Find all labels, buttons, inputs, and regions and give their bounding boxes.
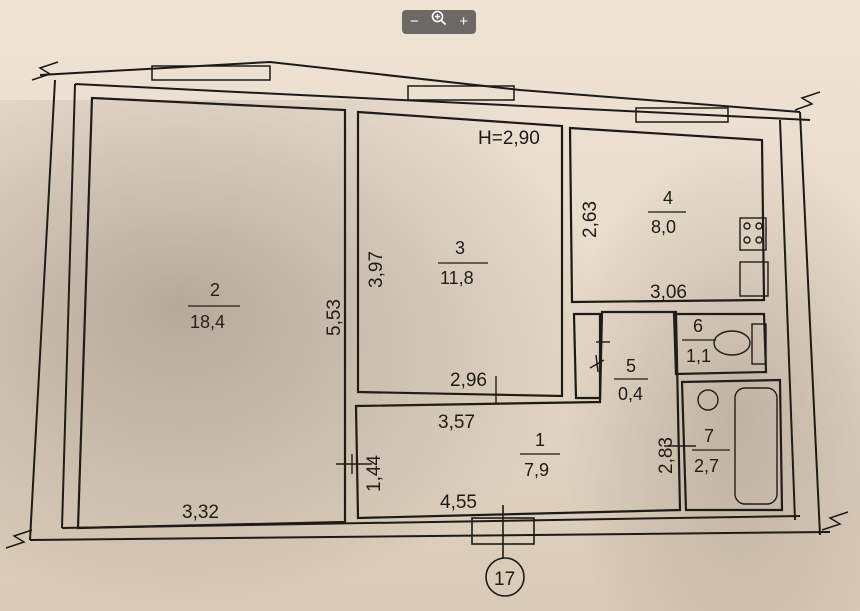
room-7-area: 2,7 [694,456,719,476]
outer-walls [29,60,831,541]
room-1-number: 1 [535,430,545,450]
axis-marker [471,505,535,597]
room-6-number: 6 [693,316,703,336]
axis-number: 17 [494,569,515,590]
dim-3-97: 3,97 [366,251,387,288]
room-3-area: 11,8 [440,268,474,288]
dim-3-57: 3,57 [438,412,475,433]
dim-2-63: 2,63 [580,201,601,238]
zoom-toolbar: − + [402,10,476,34]
room-5-number: 5 [626,356,636,376]
dim-5-53: 5,53 [324,299,345,336]
zoom-out-button[interactable]: − [409,13,419,30]
room-2-area: 18,4 [190,312,225,332]
room-4-number: 4 [663,188,673,208]
ceiling-height: H=2,90 [478,128,540,149]
magnifier-plus-icon[interactable] [428,10,450,34]
dimension-ticks [336,341,696,474]
room-1-area: 7,9 [524,460,549,480]
room-walls [76,96,784,530]
dim-4-55: 4,55 [440,492,477,513]
room-2-number: 2 [210,280,220,300]
zoom-in-button[interactable]: + [459,13,469,30]
room-3-number: 3 [455,238,465,258]
dim-3-32: 3,32 [182,502,219,523]
dim-1-44: 1,44 [364,455,385,492]
dim-2-96: 2,96 [450,370,487,391]
room-4-area: 8,0 [651,217,676,237]
room-7-number: 7 [704,426,714,446]
windows [151,65,729,123]
fixtures [589,217,778,505]
dim-2-83: 2,83 [656,437,677,474]
dim-3-06: 3,06 [650,282,687,303]
room-5-area: 0,4 [618,384,643,404]
room-6-area: 1,1 [686,346,711,366]
break-marks [5,61,849,549]
